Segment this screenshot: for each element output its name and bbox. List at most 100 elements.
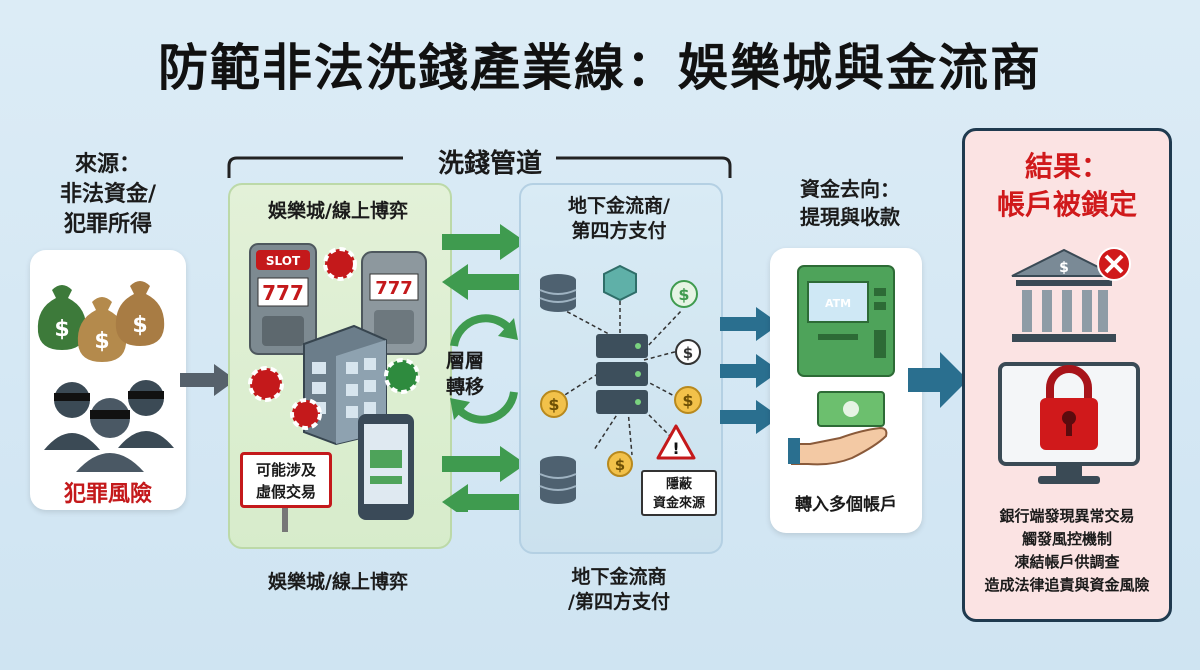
destination-footer: 轉入多個帳戶 <box>795 495 897 515</box>
source-header: 來源： 非法資金/ 犯罪所得 <box>28 150 188 240</box>
outflow-arrows <box>720 307 780 434</box>
payment-header-line: 第四方支付 <box>571 220 667 242</box>
svg-text:$: $ <box>94 329 109 354</box>
arrow-right-icon <box>720 307 780 341</box>
page-title: 防範非法洗錢產業線：娛樂城與金流商 <box>158 39 1042 97</box>
arrow-left-icon <box>442 264 526 300</box>
destination-header-line: 提現與收款 <box>800 205 900 229</box>
withdrawal-illustration: ATM <box>788 265 895 466</box>
svg-text:$: $ <box>548 395 559 414</box>
casino-footer: 娛樂城/線上博弈 <box>268 571 408 593</box>
casino-header: 娛樂城/線上博弈 <box>268 200 408 222</box>
arrow-right-icon <box>720 354 780 388</box>
money-bag-icon: $ <box>37 285 87 350</box>
source-header-line: 來源： <box>74 152 141 177</box>
payment-header: 地下金流商/ 第四方支付 <box>519 194 719 244</box>
server-stack-icon <box>596 334 648 414</box>
result-title-line: 帳戶被鎖定 <box>996 188 1137 221</box>
atm-label: ATM <box>825 297 851 310</box>
cycle-label-line: 層層 <box>445 350 484 372</box>
money-bag-icon: $ <box>115 281 165 346</box>
sign-post <box>282 506 288 532</box>
channel-bracket <box>227 156 732 178</box>
result-line: 凍結帳戶供調查 <box>1014 553 1120 571</box>
phone-icon <box>358 414 414 520</box>
money-bags-and-criminals-illustration: $ $ $ <box>37 281 174 472</box>
svg-text:$: $ <box>678 285 689 304</box>
dollar-coin-icon: $ <box>540 390 568 418</box>
payment-network-illustration: $ $ $ $ $ ! <box>539 264 702 504</box>
hand-icon <box>788 426 888 466</box>
criminal-icon <box>44 382 100 450</box>
cube-icon <box>603 264 637 302</box>
hidden-sign-line: 資金來源 <box>652 496 705 511</box>
svg-text:$: $ <box>132 313 147 338</box>
hidden-sign-line: 隱蔽 <box>665 477 692 492</box>
result-line: 造成法律追責與資金風險 <box>984 576 1150 594</box>
money-bag-icon: $ <box>77 297 127 362</box>
destination-header: 資金去向： 提現與收款 <box>765 175 935 231</box>
arrow-left-icon <box>442 484 526 512</box>
cycle-arrows-icon <box>450 314 518 424</box>
sign-line: 虛假交易 <box>255 483 316 501</box>
bank-icon: $ <box>1011 248 1117 342</box>
svg-text:$: $ <box>54 317 69 342</box>
arrow-right-icon <box>908 352 968 408</box>
dollar-coin-icon: $ <box>670 280 698 308</box>
svg-text:$: $ <box>682 391 693 410</box>
exchange-arrows <box>442 224 526 512</box>
source-card: $ $ $ <box>30 250 186 510</box>
database-icon <box>539 274 577 312</box>
result-line: 觸發風控機制 <box>1021 530 1112 548</box>
source-header-line: 非法資金/ <box>59 182 157 207</box>
slot-machine-icon: SLOT 777 <box>249 243 317 355</box>
slot-machine-icon: 777 <box>361 251 427 355</box>
svg-text:$: $ <box>683 344 693 362</box>
svg-text:!: ! <box>672 439 679 458</box>
casino-chip-icon <box>248 366 284 402</box>
result-title: 結果： 帳戶被鎖定 <box>962 148 1172 224</box>
payment-footer-line: 地下金流商 <box>571 566 667 588</box>
casino-chip-icon <box>290 398 322 430</box>
sign-line: 可能涉及 <box>255 461 316 479</box>
result-illustration: $ <box>998 247 1140 484</box>
payment-header-line: 地下金流商/ <box>568 195 670 217</box>
arrow-right-icon <box>720 400 780 434</box>
casino-illustration: SLOT 777 777 <box>248 243 427 532</box>
destination-card: ATM <box>770 248 922 533</box>
dollar-coin-icon: $ <box>607 451 633 477</box>
denied-icon <box>1097 247 1131 281</box>
slot-digits: 777 <box>262 281 304 305</box>
result-description: 銀行端發現異常交易 觸發風控機制 凍結帳戶供調查 造成法律追責與資金風險 <box>962 505 1172 597</box>
svg-text:$: $ <box>1059 260 1069 276</box>
slot-label: SLOT <box>266 254 301 268</box>
fake-transaction-sign: 可能涉及 虛假交易 <box>240 452 332 508</box>
hidden-source-sign: 隱蔽 資金來源 <box>641 470 717 516</box>
warning-icon: ! <box>656 424 696 460</box>
dollar-coin-icon: $ <box>674 386 702 414</box>
arrow-right-icon <box>442 446 526 482</box>
result-line: 銀行端發現異常交易 <box>999 507 1135 525</box>
lock-icon <box>1040 365 1098 450</box>
cycle-label-line: 轉移 <box>445 376 484 398</box>
arrow-right-icon <box>442 224 526 260</box>
database-icon <box>539 456 577 504</box>
casino-chip-icon <box>323 247 357 281</box>
payment-footer-line: /第四方支付 <box>568 591 670 613</box>
source-header-line: 犯罪所得 <box>63 212 152 237</box>
payment-footer: 地下金流商 /第四方支付 <box>519 565 719 615</box>
cycle-label: 層層 轉移 <box>430 348 500 400</box>
channel-label: 洗錢管道 <box>437 149 542 179</box>
risk-label: 犯罪風險 <box>63 482 152 507</box>
slot-digits: 777 <box>375 278 413 299</box>
casino-chip-icon <box>384 358 420 394</box>
criminal-icon <box>118 380 174 448</box>
svg-text:$: $ <box>615 456 625 474</box>
arrow-right-icon <box>180 364 236 396</box>
result-title-line: 結果： <box>1024 150 1109 183</box>
dollar-coin-icon: $ <box>675 339 701 365</box>
atm-icon: ATM <box>797 265 895 377</box>
destination-header-line: 資金去向： <box>800 177 900 201</box>
criminal-icon <box>76 398 144 472</box>
banknote-icon <box>817 391 885 427</box>
